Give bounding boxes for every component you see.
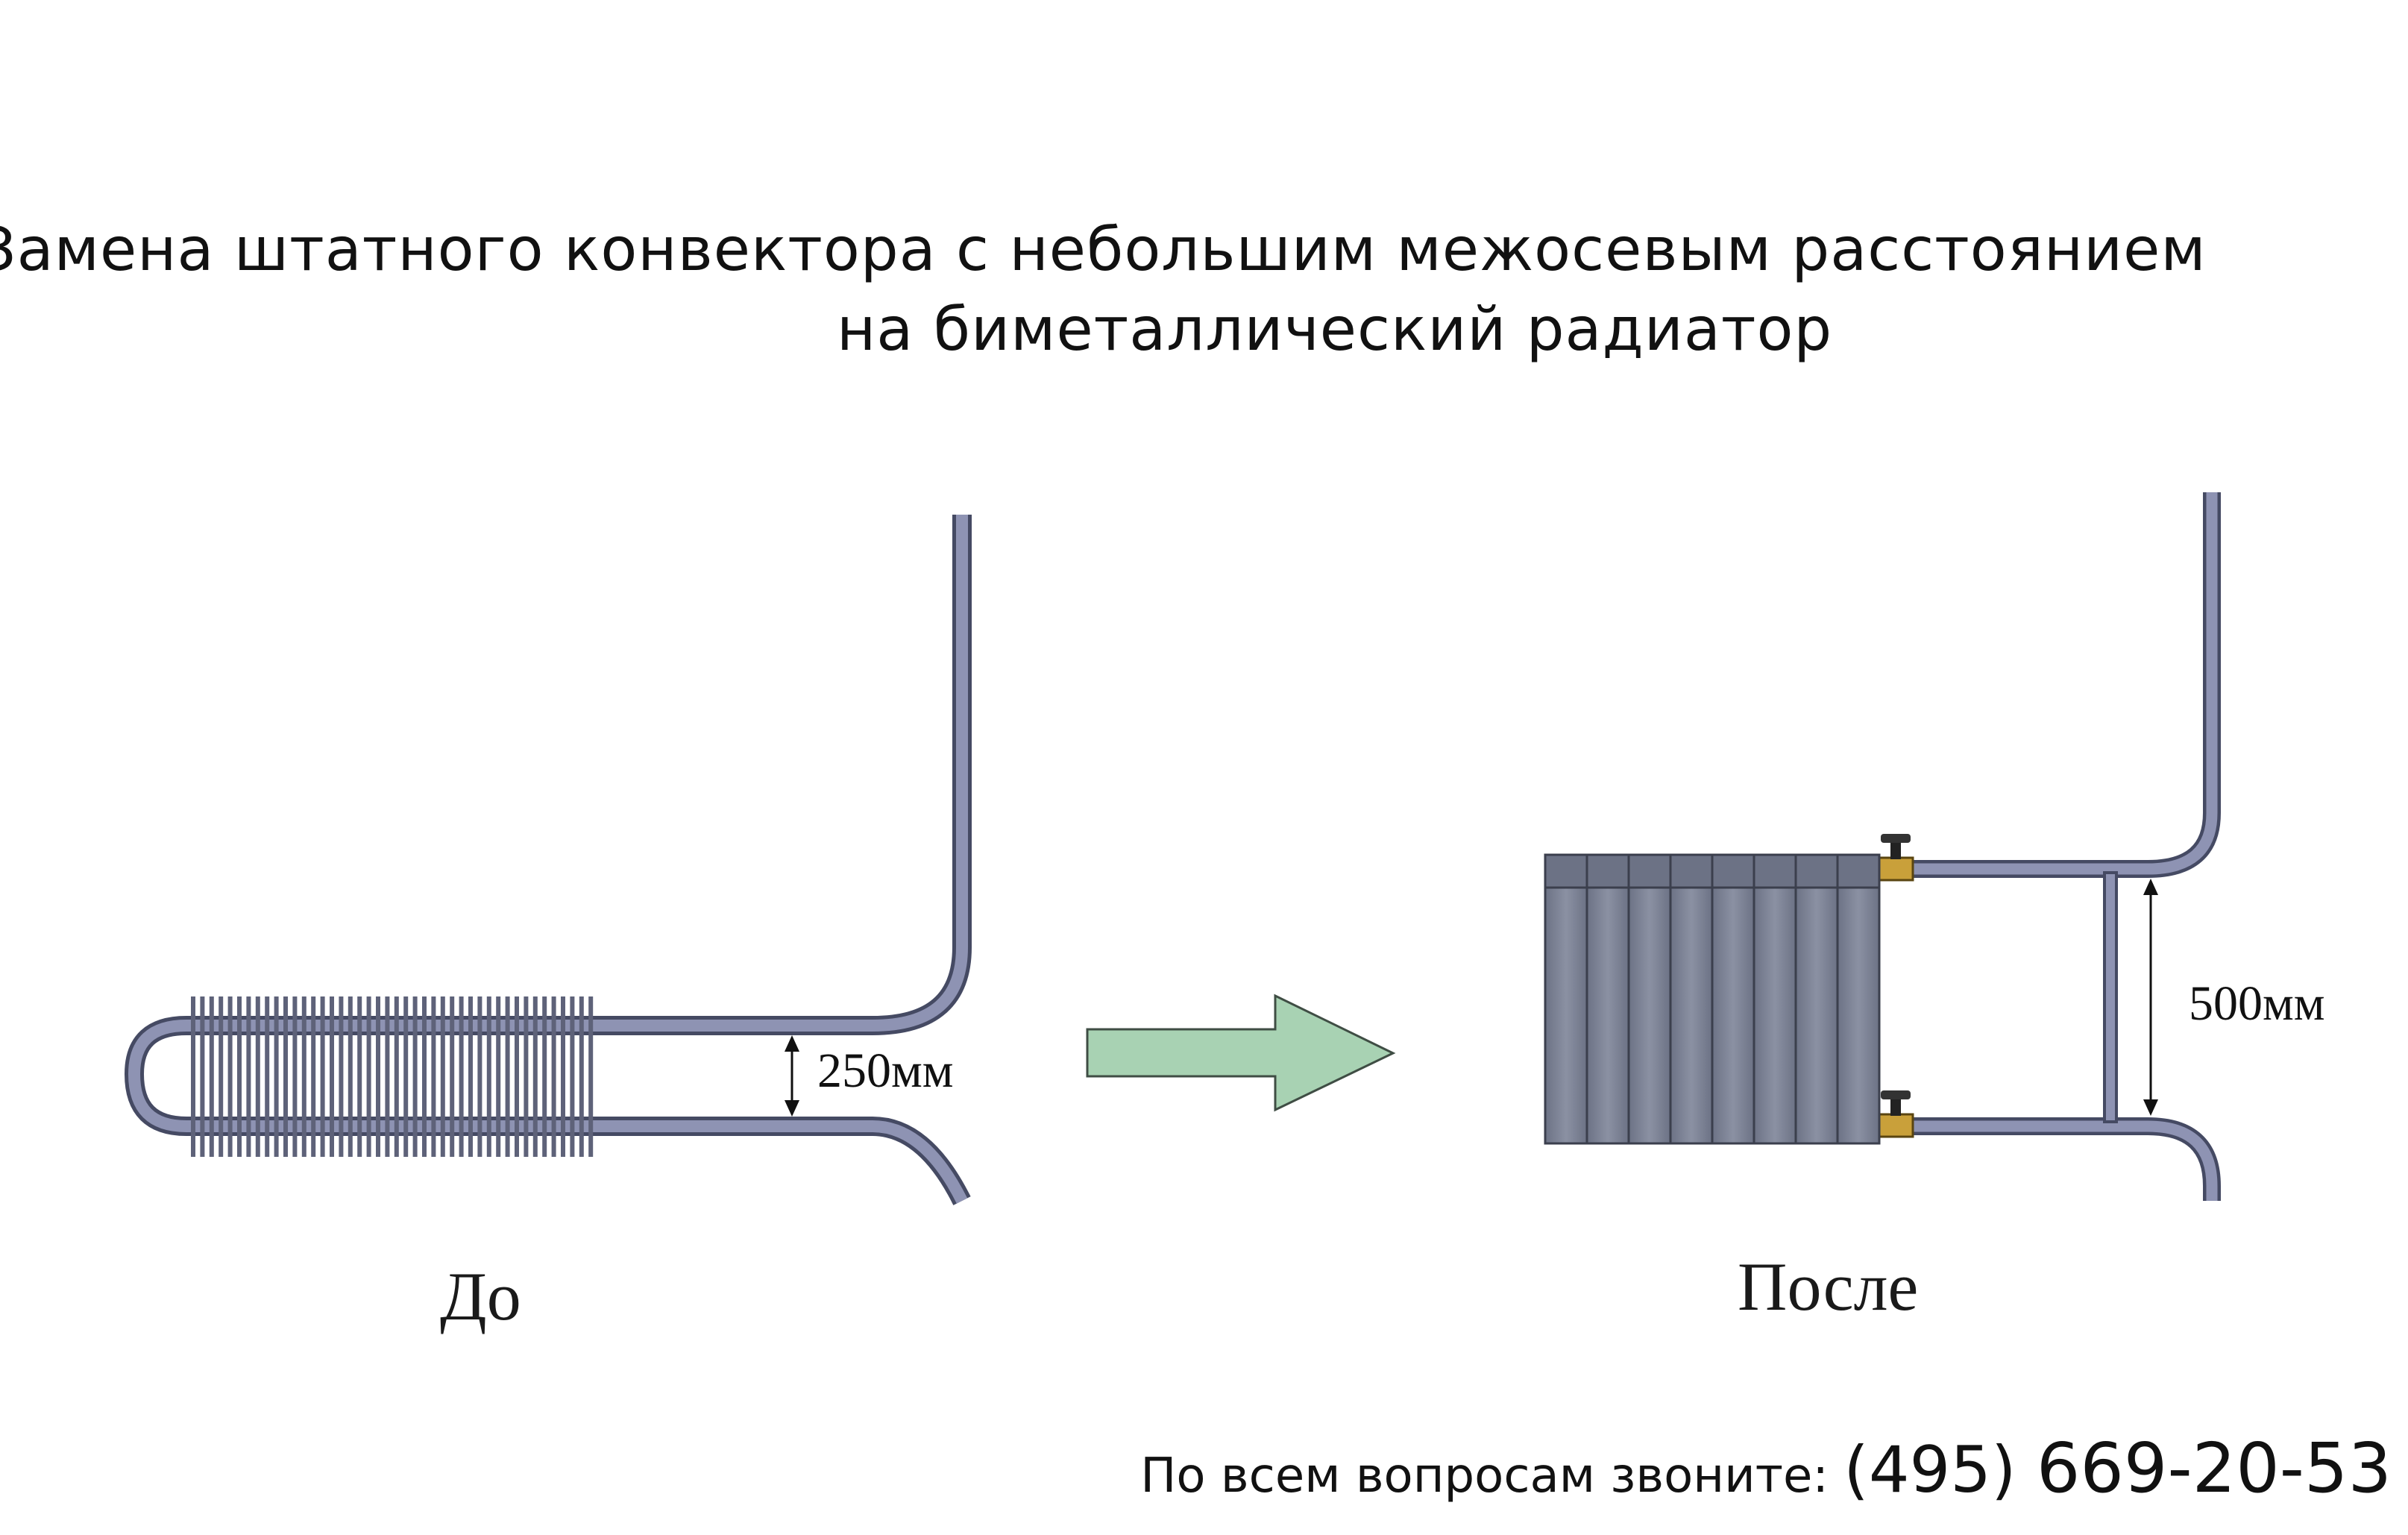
convector-fin xyxy=(265,996,270,1157)
after-dimension-arrow xyxy=(2143,879,2158,1116)
convector-fin xyxy=(292,996,298,1157)
radiator-section xyxy=(1836,886,1881,1145)
convector-fin xyxy=(394,996,399,1157)
convector-fin xyxy=(320,996,325,1157)
contact-line: По всем вопросам звоните: (495) 669-20-5… xyxy=(1140,1428,2392,1508)
radiator-section-header xyxy=(1752,853,1797,889)
radiator-section xyxy=(1627,886,1672,1145)
before-dimension-arrow xyxy=(785,1035,799,1117)
radiator-sections xyxy=(1544,853,1881,1145)
top-valve xyxy=(1878,834,1914,882)
diagram-title-line-1: Замена штатного конвектора с небольшим м… xyxy=(0,215,2207,284)
radiator-section-header xyxy=(1836,853,1881,889)
convector-fin xyxy=(579,996,584,1157)
after-dimension-label: 500мм xyxy=(2189,976,2325,1031)
convector-fin xyxy=(496,996,501,1157)
convector-fin xyxy=(255,996,260,1157)
convector-fin xyxy=(542,996,547,1157)
radiator-section-header xyxy=(1669,853,1714,889)
before-dimension-label: 250мм xyxy=(817,1043,954,1098)
radiator-section-header xyxy=(1585,853,1630,889)
convector-fin xyxy=(246,996,251,1157)
contact-area-code: (495) xyxy=(1843,1433,2037,1507)
convector-fin xyxy=(403,996,409,1157)
contact-prefix: По всем вопросам звоните: xyxy=(1140,1448,1844,1504)
convector-fin xyxy=(524,996,529,1157)
radiator-section xyxy=(1669,886,1714,1145)
convector-fin xyxy=(422,996,427,1157)
convector-fin xyxy=(570,996,575,1157)
convector-fin xyxy=(412,996,418,1157)
convector-fin xyxy=(515,996,519,1157)
convector-fin xyxy=(191,996,195,1157)
convector-fin xyxy=(551,996,556,1157)
radiator-section xyxy=(1585,886,1630,1145)
before-convector-assembly xyxy=(125,515,972,1205)
convector-fin xyxy=(459,996,464,1157)
radiator-section-header xyxy=(1544,853,1588,889)
convector-fin xyxy=(339,996,344,1157)
radiator-section-header xyxy=(1794,853,1839,889)
convector-fin xyxy=(468,996,473,1157)
radiator-section xyxy=(1752,886,1797,1145)
convector-fin xyxy=(209,996,214,1157)
convector-fin xyxy=(532,996,538,1157)
radiator-section xyxy=(1544,886,1588,1145)
convector-fin xyxy=(219,996,224,1157)
convector-fin xyxy=(376,996,380,1157)
convector-fin xyxy=(505,996,510,1157)
convector-fin xyxy=(301,996,306,1157)
convector-fin xyxy=(561,996,565,1157)
convector-fins xyxy=(191,996,594,1157)
convector-fin xyxy=(431,996,436,1157)
convector-fin xyxy=(274,996,279,1157)
diagram-title-line-2: на биметаллический радиатор xyxy=(837,295,1833,364)
radiator-section xyxy=(1794,886,1839,1145)
after-caption: После xyxy=(1738,1249,1919,1325)
convector-fin xyxy=(348,996,353,1157)
convector-fin xyxy=(357,996,362,1157)
after-radiator-assembly xyxy=(1544,492,2221,1201)
convector-fin xyxy=(588,996,594,1157)
convector-fin xyxy=(330,996,334,1157)
convector-fin xyxy=(200,996,205,1157)
contact-phone-number[interactable]: 669-20-53 xyxy=(2036,1428,2392,1508)
bottom-valve xyxy=(1878,1090,1914,1138)
convector-fin xyxy=(486,996,491,1157)
convector-fin xyxy=(440,996,445,1157)
radiator-section-header xyxy=(1711,853,1755,889)
convector-fin xyxy=(450,996,455,1157)
convector-fin xyxy=(477,996,482,1157)
convector-fin xyxy=(366,996,371,1157)
radiator-section-header xyxy=(1627,853,1672,889)
transition-arrow xyxy=(1086,993,1396,1112)
radiator-section xyxy=(1711,886,1755,1145)
convector-fin xyxy=(237,996,242,1157)
convector-fin xyxy=(311,996,316,1157)
convector-fin xyxy=(385,996,390,1157)
convector-fin xyxy=(227,996,233,1157)
before-caption: До xyxy=(440,1258,521,1334)
convector-fin xyxy=(283,996,288,1157)
